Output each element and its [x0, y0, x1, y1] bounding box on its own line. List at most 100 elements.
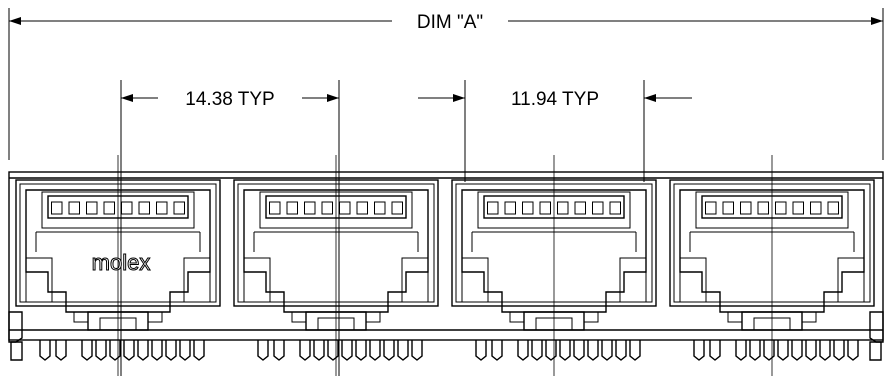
board-pin: [559, 340, 571, 361]
contact-pin: [722, 201, 734, 215]
board-pin: [341, 340, 353, 361]
board-pin: [397, 340, 409, 361]
board-pin: [629, 340, 641, 361]
latch-step-right: [147, 312, 163, 330]
jack-width-dimension: 11.94 TYP: [418, 80, 692, 182]
board-pin: [109, 340, 121, 361]
board-pin: [749, 340, 761, 361]
port-right-recess: [183, 257, 211, 303]
board-pin: [165, 340, 177, 361]
left-mounting-tab: [8, 311, 23, 343]
contact-pin: [269, 201, 281, 215]
port-4: [669, 155, 875, 376]
port-1: [15, 155, 221, 376]
port-right-recess: [401, 257, 429, 303]
contact-pin: [810, 201, 822, 215]
contact-pin: [592, 201, 604, 215]
contact-pin: [103, 201, 115, 215]
board-pin: [805, 340, 817, 361]
board-pin: [137, 340, 149, 361]
contact-pin: [574, 201, 586, 215]
contact-pin: [504, 201, 516, 215]
board-pin: [587, 340, 599, 361]
board-pin: [273, 340, 285, 361]
right-mounting-tab: [869, 311, 884, 343]
contact-pin: [374, 201, 386, 215]
contact-pin: [86, 201, 98, 215]
contact-pin: [705, 201, 717, 215]
board-pin: [615, 340, 627, 361]
contact-pin: [51, 201, 63, 215]
molex-logo: molex: [92, 250, 151, 275]
board-pin: [383, 340, 395, 361]
board-pin: [355, 340, 367, 361]
contact-pin: [286, 201, 298, 215]
contact-pin: [740, 201, 752, 215]
board-pin: [257, 340, 269, 361]
board-pin: [693, 340, 705, 361]
board-pin: [55, 340, 67, 361]
latch-step-right: [801, 312, 817, 330]
side-tabs: [8, 311, 884, 361]
contact-pin: [827, 201, 839, 215]
contact-pin: [775, 201, 787, 215]
latch-step-left: [73, 312, 89, 330]
contact-pin: [557, 201, 569, 215]
port-right-recess: [619, 257, 647, 303]
board-pin: [545, 340, 557, 361]
contact-pin: [522, 201, 534, 215]
board-pin: [847, 340, 859, 361]
contact-pin: [121, 201, 133, 215]
contact-pin: [356, 201, 368, 215]
board-pin: [369, 340, 381, 361]
pitch-dimension-label: 14.38 TYP: [185, 89, 274, 110]
port-3: [451, 155, 657, 376]
board-pin: [179, 340, 191, 361]
board-pin: [735, 340, 747, 361]
contact-pin: [487, 201, 499, 215]
connector-housing: [8, 171, 884, 341]
board-pin: [95, 340, 107, 361]
board-pin: [491, 340, 503, 361]
contact-pin: [156, 201, 168, 215]
jack-width-dimension-label: 11.94 TYP: [511, 89, 599, 110]
port-left-recess: [461, 257, 489, 303]
board-pin: [709, 340, 721, 361]
board-pin: [81, 340, 93, 361]
latch-step-left: [727, 312, 743, 330]
port-left-recess: [679, 257, 707, 303]
board-pin: [819, 340, 831, 361]
contact-pin: [792, 201, 804, 215]
overall-dimension: DIM "A": [8, 8, 884, 160]
latch-step-left: [509, 312, 525, 330]
contact-pin: [391, 201, 403, 215]
board-pin: [791, 340, 803, 361]
contact-pin: [539, 201, 551, 215]
board-pin: [151, 340, 163, 361]
board-pin: [517, 340, 529, 361]
board-pin: [573, 340, 585, 361]
port-2: [233, 155, 439, 376]
port-left-recess: [243, 257, 271, 303]
board-pin: [193, 340, 205, 361]
contact-pin: [68, 201, 80, 215]
port-left-recess: [25, 257, 53, 303]
contact-pin: [339, 201, 351, 215]
board-pin: [475, 340, 487, 361]
contact-pin: [321, 201, 333, 215]
latch-step-right: [365, 312, 381, 330]
housing-outline: [8, 171, 884, 341]
board-pin: [833, 340, 845, 361]
port-right-recess: [837, 257, 865, 303]
board-pin: [601, 340, 613, 361]
board-pin: [327, 340, 339, 361]
contact-pin: [138, 201, 150, 215]
overall-dimension-label: DIM "A": [417, 12, 483, 33]
board-pin: [39, 340, 51, 361]
contact-pin: [609, 201, 621, 215]
latch-step-left: [291, 312, 307, 330]
board-pin: [763, 340, 775, 361]
board-pin: [531, 340, 543, 361]
ports-group: [15, 155, 875, 376]
